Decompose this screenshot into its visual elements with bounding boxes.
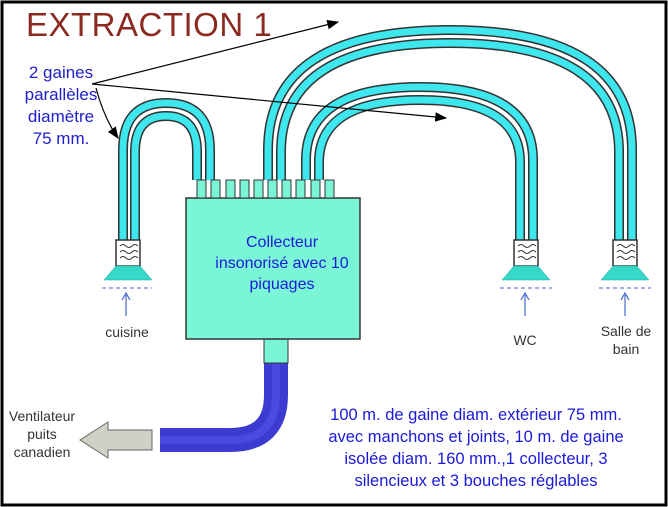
collector-label: Collecteur insonorisé avec 10 piquages (215, 234, 349, 293)
fan-exhaust-arrow (79, 421, 153, 459)
vent-kitchen (102, 239, 153, 289)
callout-arrow (95, 87, 119, 139)
materials-note: 100 m. de gaine diam. extérieur 75 mm. a… (328, 406, 624, 490)
spigot (253, 179, 264, 199)
spigot (295, 179, 306, 199)
spigot (310, 179, 321, 199)
fan-label: Ventilateur puits canadien (8, 408, 76, 460)
spigot (324, 179, 335, 199)
page-title: EXTRACTION 1 (26, 6, 273, 43)
callout-arrow (91, 19, 340, 85)
spigot (225, 179, 236, 199)
collector-outlet (263, 338, 289, 364)
pipe-note: 2 gaines parallèles diamètre 75 mm. (24, 63, 98, 148)
spigot (239, 179, 250, 199)
collector-spigots (196, 179, 335, 199)
spigot (281, 179, 292, 199)
insulated-duct-highlight (160, 360, 280, 444)
room-label-kitchen: cuisine (105, 324, 149, 340)
bathroom-ducts (263, 24, 637, 246)
callout-arrow (91, 83, 448, 122)
kitchen-ducts (118, 97, 215, 246)
wc-ducts (301, 81, 538, 246)
collector-body (185, 197, 361, 340)
spigot (267, 179, 278, 199)
spigot (196, 179, 207, 199)
vent-wc (500, 239, 552, 289)
room-label-bathroom: Salle de bain (600, 323, 652, 357)
room-label-wc: WC (513, 332, 537, 348)
spigot (210, 179, 221, 199)
vent-bathroom (599, 239, 651, 289)
